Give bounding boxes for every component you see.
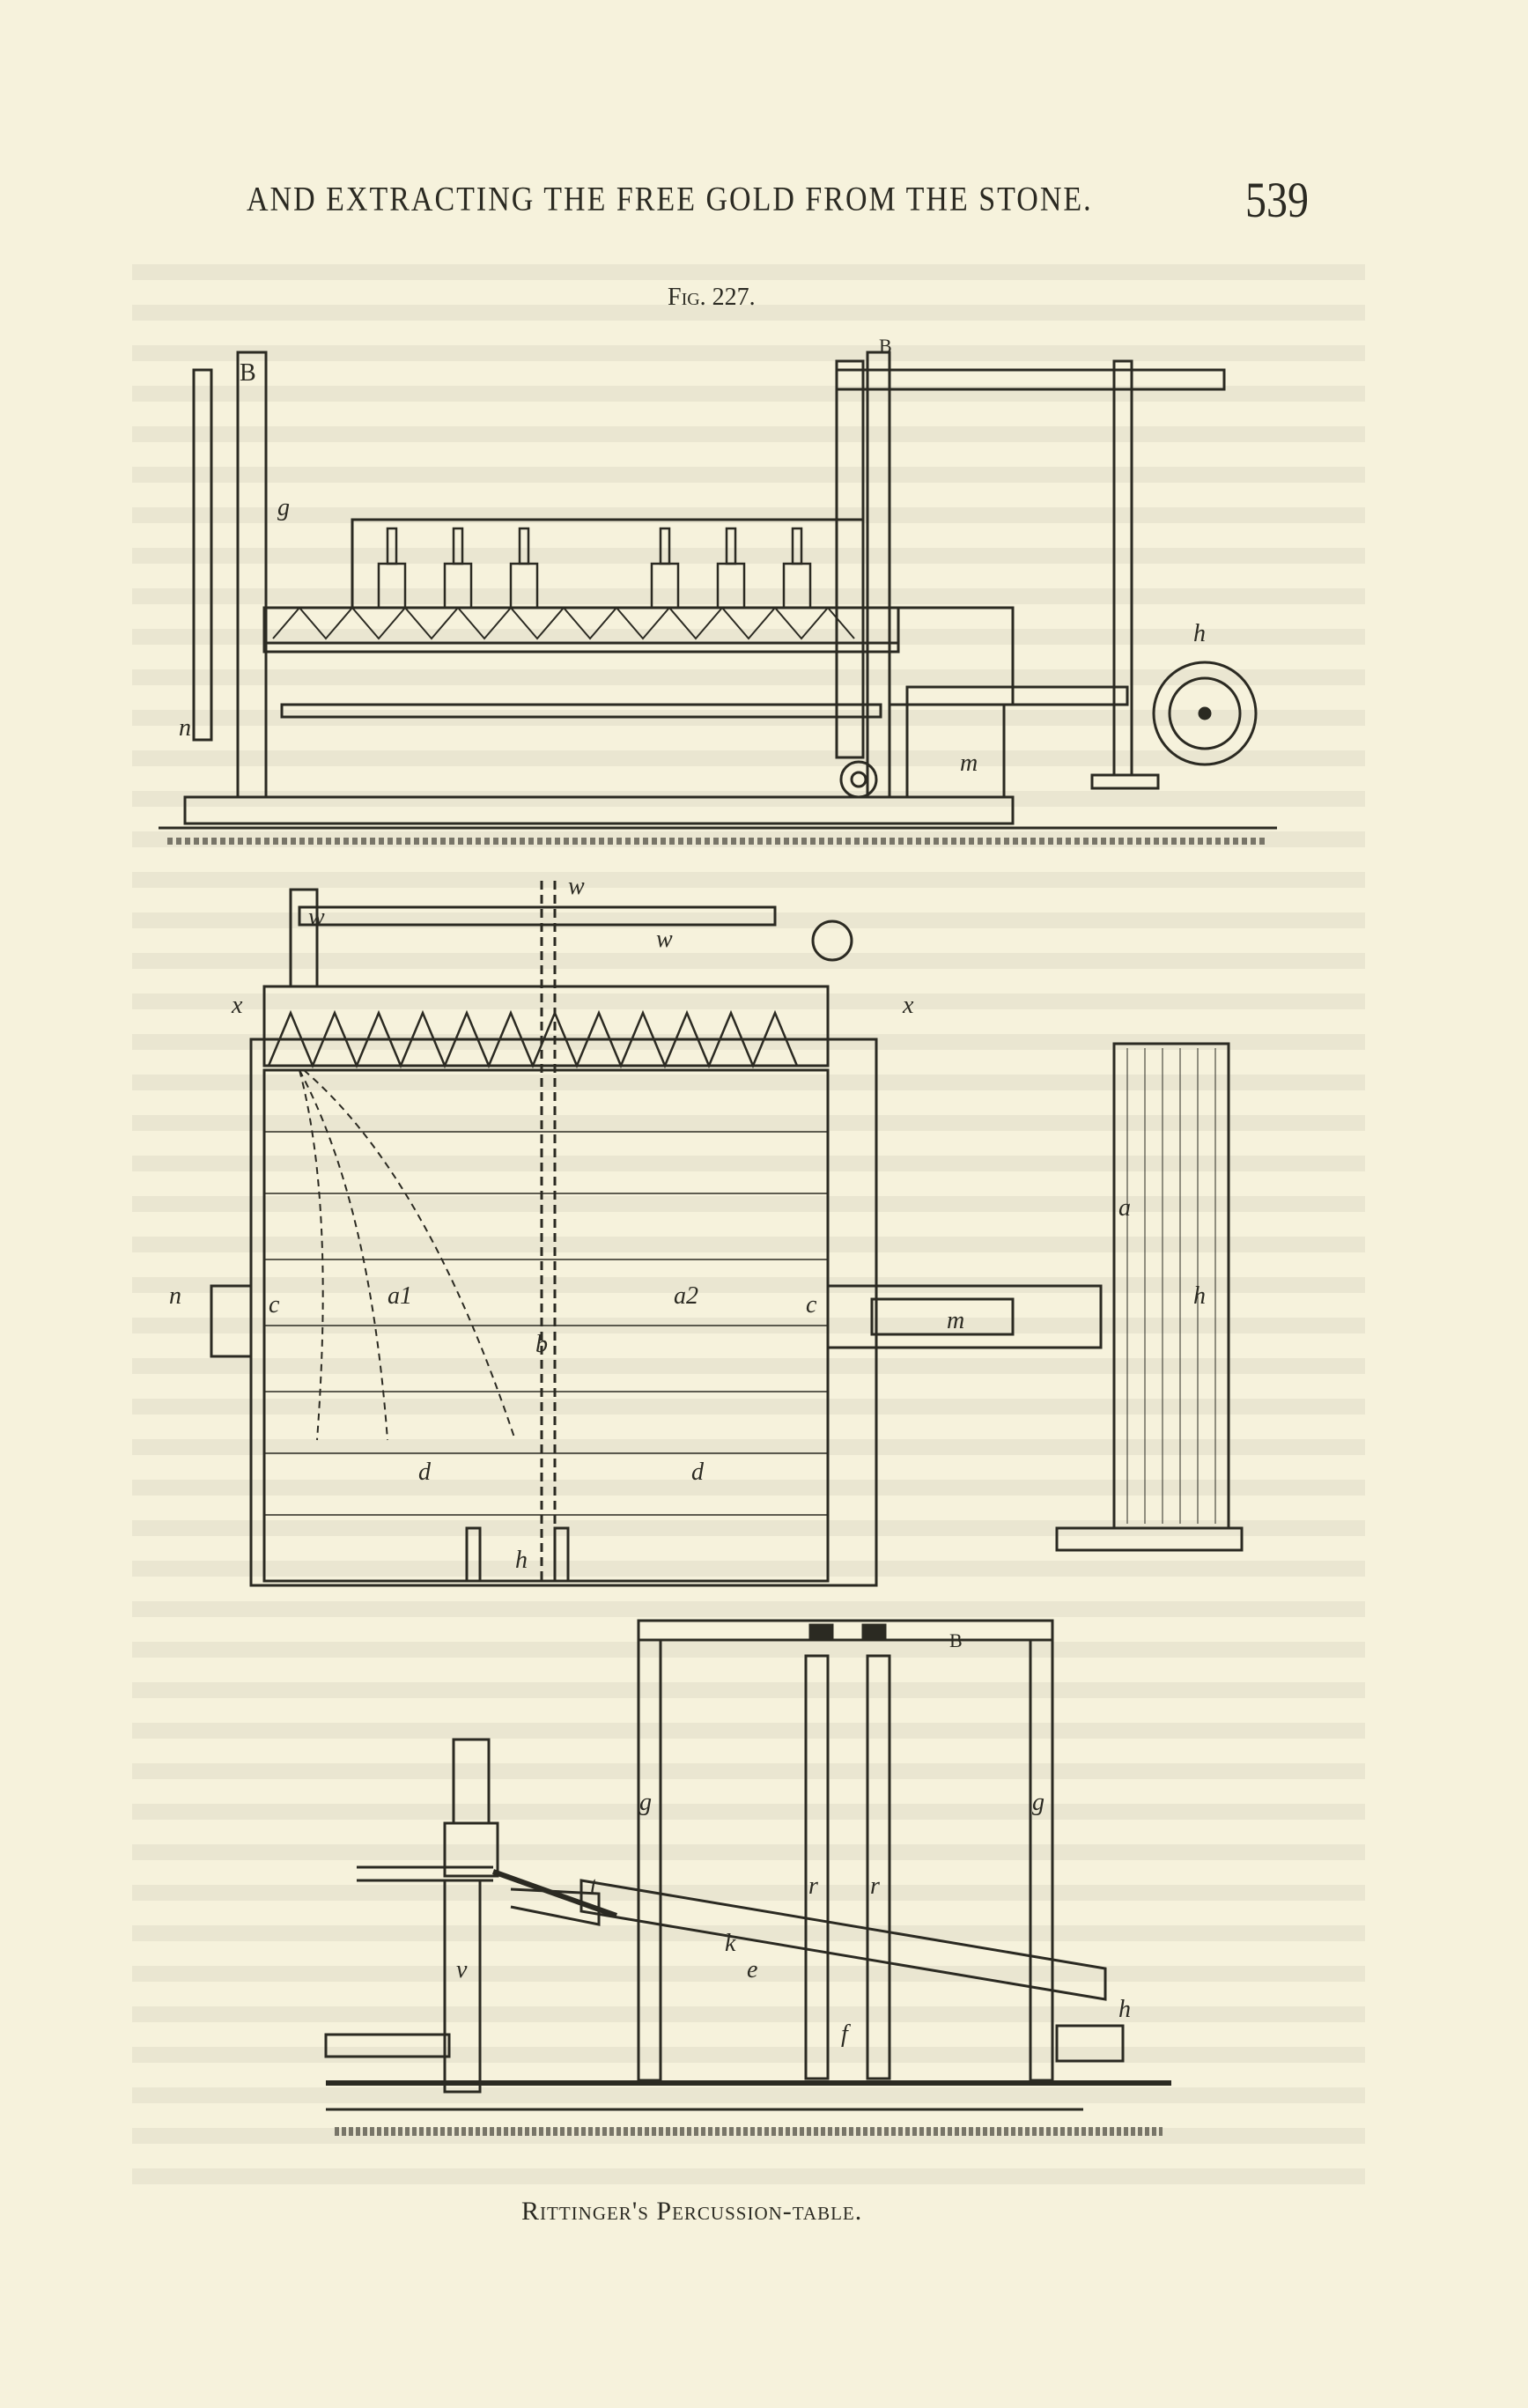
label-B2: B [879, 335, 892, 357]
elevation-view: B g n B h m [159, 335, 1277, 845]
label-d1: d [418, 1459, 432, 1486]
label-m: m [947, 1307, 964, 1334]
label-B: B [240, 359, 256, 387]
plan-view: w w w x x a n c a1 a2 c b m h d d h [169, 873, 1244, 1587]
label-g2: g [1032, 1789, 1045, 1816]
label-r1: r [808, 1872, 818, 1900]
label-x1: x [231, 992, 243, 1019]
label-h: h [1193, 620, 1206, 647]
label-h: h [1118, 1996, 1131, 2023]
figure-caption: Rittinger's Percussion-table. [521, 2197, 863, 2226]
label-a2: a2 [674, 1282, 698, 1310]
label-w3: w [656, 926, 673, 953]
label-B: B [949, 1629, 963, 1651]
section-view: B g g t r r v k e f h [324, 1619, 1171, 2136]
figure-number: Fig. 227. [668, 284, 756, 311]
label-n: n [179, 714, 191, 742]
label-a1: a1 [388, 1282, 412, 1310]
label-a: a [1118, 1194, 1131, 1222]
label-k: k [725, 1930, 736, 1957]
label-c2: c [806, 1291, 817, 1318]
label-f: f [841, 2020, 851, 2048]
label-w1: w [308, 904, 325, 931]
label-r2: r [870, 1872, 880, 1900]
label-g1: g [639, 1789, 652, 1816]
label-d2: d [691, 1459, 705, 1486]
label-m: m [960, 750, 978, 777]
page-number: 539 [1245, 172, 1309, 229]
label-h1: h [1193, 1282, 1206, 1310]
label-n: n [169, 1282, 181, 1310]
label-x2: x [902, 992, 914, 1019]
label-w2: w [568, 873, 585, 900]
label-c1: c [269, 1291, 280, 1318]
running-head: AND EXTRACTING THE FREE GOLD FROM THE ST… [247, 181, 1093, 218]
label-v: v [456, 1956, 468, 1983]
label-t: t [590, 1872, 598, 1900]
label-b: b [535, 1331, 548, 1358]
label-g: g [277, 494, 290, 521]
label-h2: h [515, 1547, 528, 1574]
label-e: e [747, 1956, 757, 1983]
